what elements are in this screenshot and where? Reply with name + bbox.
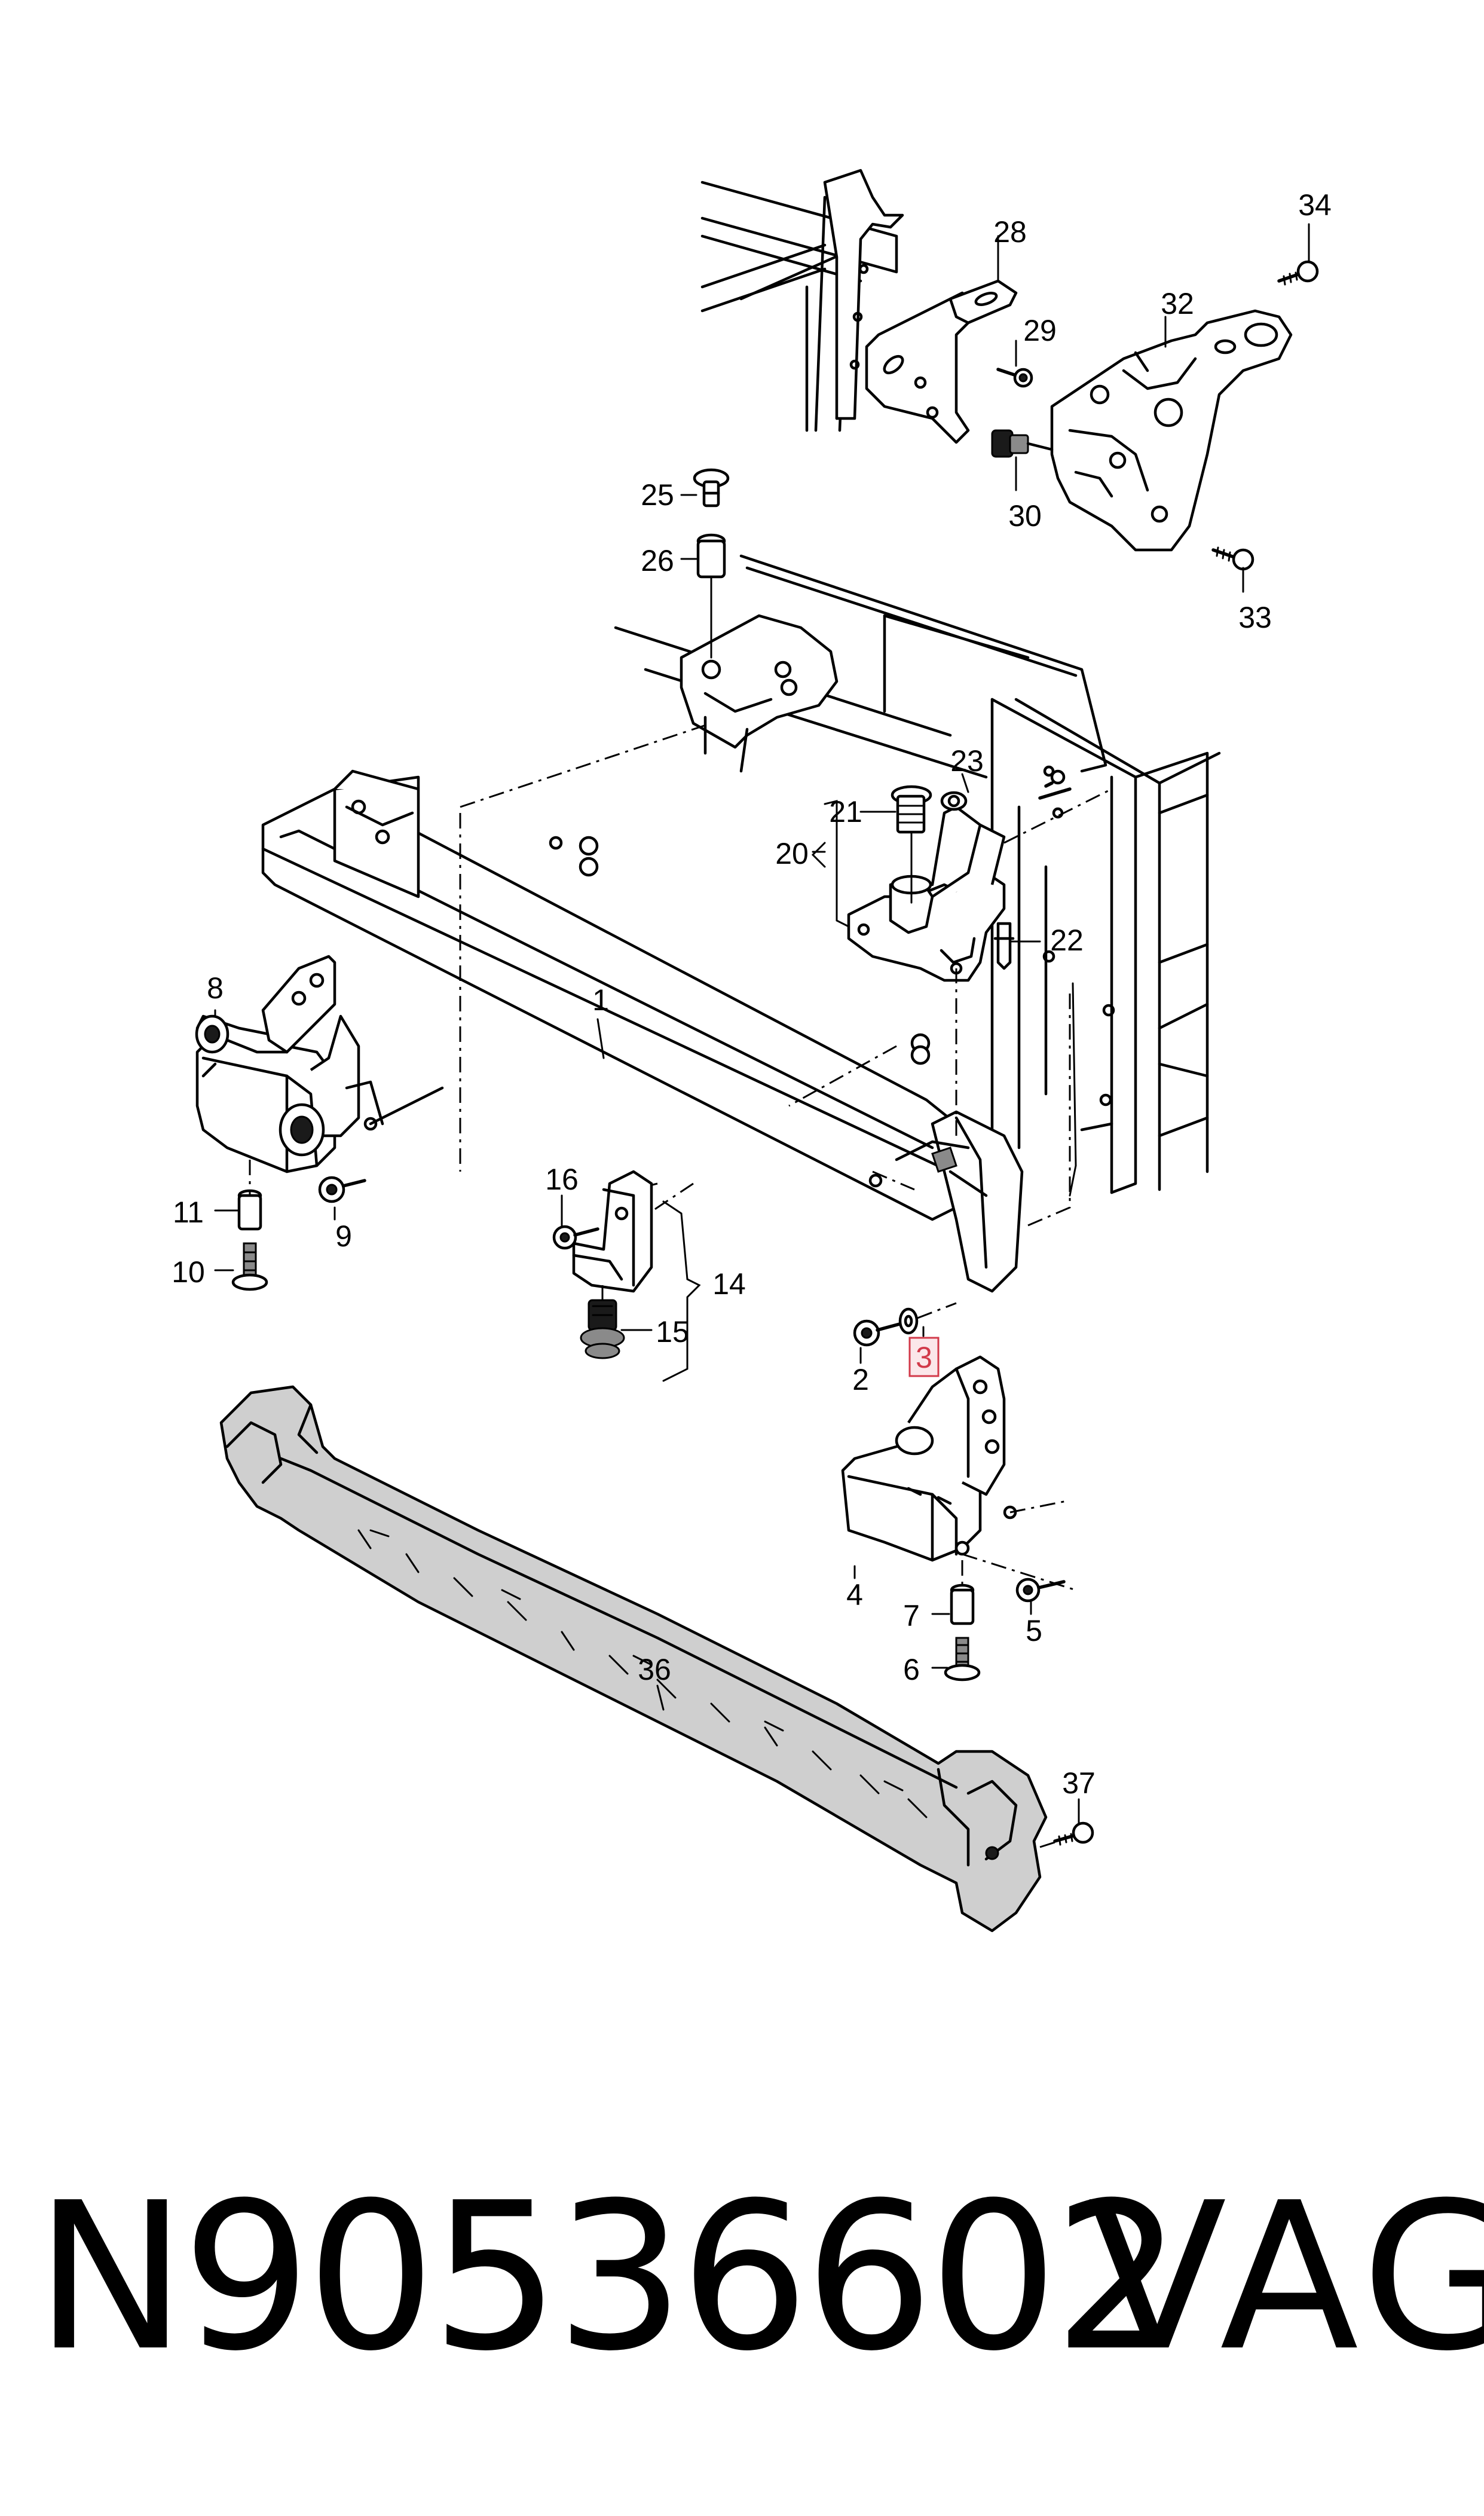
label-2: 2 [852, 1363, 869, 1396]
part-30-clip [991, 429, 1054, 458]
label-10: 10 [172, 1255, 205, 1289]
leader-lines [214, 223, 1310, 1824]
part-number: N90536602 [35, 2159, 1183, 2396]
part-22-pin [993, 922, 1015, 970]
part-10-bolt [231, 1242, 268, 1291]
footer: N90536602 VAG [0, 2152, 1484, 2403]
part-11-sleeve [237, 1189, 262, 1231]
label-37: 37 [1062, 1766, 1096, 1800]
label-29: 29 [1023, 314, 1057, 347]
label-22: 22 [1050, 924, 1084, 957]
label-30: 30 [1008, 499, 1042, 533]
part-21-bolt [891, 785, 932, 904]
part-16-screw [552, 1225, 599, 1250]
highlight-box [908, 1337, 940, 1377]
label-14: 14 [712, 1267, 746, 1301]
brand-name: VAG [1088, 2159, 1484, 2396]
part-2-screw [853, 1319, 901, 1347]
part-15-nut [580, 1299, 625, 1359]
hood-lock-bracket [680, 614, 839, 773]
part-3-washer [898, 1307, 919, 1335]
label-21: 21 [829, 795, 862, 829]
label-16: 16 [545, 1163, 579, 1196]
part-8-left-mount [195, 955, 444, 1173]
label-28: 28 [993, 215, 1027, 249]
label-3: 3 [916, 1341, 932, 1374]
label-32: 32 [1161, 287, 1194, 320]
part-6-bolt [944, 1637, 981, 1682]
highlighted-part-3[interactable]: 3 [908, 1337, 940, 1377]
part-28-bracket [865, 279, 1018, 444]
part-9-screw [318, 1176, 366, 1203]
label-23: 23 [950, 744, 984, 778]
label-25: 25 [641, 478, 674, 512]
part-33-screw [1211, 546, 1254, 571]
part-5-screw [1015, 1578, 1066, 1603]
upper-cross-member [700, 169, 904, 420]
label-6: 6 [903, 1653, 920, 1686]
part-23-nut [940, 791, 968, 811]
part-34-screw [1277, 260, 1319, 286]
label-33: 33 [1238, 601, 1272, 634]
label-26: 26 [641, 544, 674, 577]
part-14-bracket [572, 1170, 653, 1293]
label-5: 5 [1026, 1614, 1042, 1647]
label-36: 36 [638, 1653, 671, 1686]
label-1: 1 [592, 983, 609, 1017]
part-29-screw [996, 368, 1033, 388]
label-11: 11 [173, 1196, 204, 1229]
label-20: 20 [775, 837, 809, 870]
part-37-screw [1053, 1821, 1094, 1846]
part-7-sleeve [950, 1583, 975, 1625]
label-15: 15 [656, 1315, 689, 1349]
label-7: 7 [903, 1599, 920, 1633]
part-25-bolt [693, 468, 730, 508]
label-8: 8 [207, 971, 224, 1005]
label-34: 34 [1298, 188, 1332, 222]
part-26-sleeve [696, 533, 726, 659]
part-labels: 34 28 32 29 30 33 25 26 23 21 20 22 1 8 … [172, 188, 1332, 1800]
hood-latch-assembly [847, 805, 1006, 982]
part-36-energy-absorber [219, 1385, 1048, 1933]
label-9: 9 [335, 1219, 352, 1253]
label-4: 4 [846, 1578, 863, 1612]
part-32-bracket [1050, 309, 1293, 552]
part-1-bumper-beam [261, 769, 1024, 1293]
part-4-right-mount [841, 1355, 1076, 1591]
